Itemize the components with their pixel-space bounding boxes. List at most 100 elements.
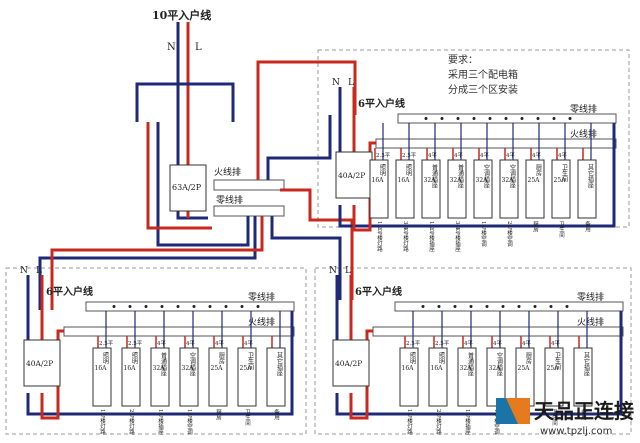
box2-neutral-bus-terminal xyxy=(144,305,148,308)
box3-branch-amp: 25A xyxy=(547,365,560,372)
box1-neutral-bus-terminal xyxy=(552,117,556,120)
box1-branch-wire-size: 2.5平 xyxy=(402,152,417,159)
box3-neutral-bus-label: 零线排 xyxy=(577,291,604,303)
box2-branch-wire-size: 4平 xyxy=(215,340,224,347)
box1-main-breaker xyxy=(335,151,373,199)
box1-branch-wire-size: 4平 xyxy=(480,152,489,159)
box2-branch-use: 2号楼灯路 xyxy=(128,409,135,436)
box3-branch-kind: 照明 xyxy=(438,352,445,365)
box2-branch-kind: 照明 xyxy=(102,352,109,365)
box3-neutral-bus-terminal xyxy=(501,305,505,308)
box1-incoming-label: 6平入户线 xyxy=(358,97,405,110)
box1-branch-breaker xyxy=(421,159,441,219)
box3-branch-kind: 卫生间 xyxy=(554,352,561,371)
box1-branch-use: 厨房 xyxy=(532,221,539,234)
box1-neutral-bus-terminal xyxy=(488,117,492,120)
box2-l-label: L xyxy=(36,266,42,276)
box2-neutral-bus-terminal xyxy=(192,305,196,308)
box3-branch-breaker xyxy=(544,347,564,407)
box2-neutral-bus-terminal xyxy=(208,305,212,308)
box1-branch-wire-size: 4平 xyxy=(428,152,437,159)
box2-branch-amp: 32A xyxy=(182,365,195,372)
top-bottom-neutral-loop xyxy=(156,122,250,247)
box1-branch-kind: 空调插座 xyxy=(483,163,490,189)
box1-neutral-bus-label: 零线排 xyxy=(570,103,597,115)
box1-neutral-bus-terminal xyxy=(568,117,572,120)
watermark-logo-accent xyxy=(506,398,530,424)
box3-main-breaker xyxy=(332,339,370,387)
box1-branch-use: 3.4号楼灯路 xyxy=(402,221,409,253)
box1-branch-use: 2号楼空调 xyxy=(506,221,513,248)
box2-branch-wire-size: 4平 xyxy=(157,340,166,347)
box1-branch-amp: 25A xyxy=(528,177,541,184)
box3-branch-use: 2号楼灯路 xyxy=(435,409,442,436)
box1-branch-kind: 照明 xyxy=(379,164,386,177)
box3-branch-use: 备用 xyxy=(580,408,587,422)
box2-neutral-bus-terminal xyxy=(240,305,244,308)
box1-branch-breaker xyxy=(395,159,415,219)
box1-branch-amp: 16A xyxy=(398,177,411,184)
box2-neutral-bus-terminal xyxy=(128,305,132,308)
box1-branch-breaker xyxy=(551,159,571,219)
box3-branch-kind: 照明 xyxy=(409,352,416,365)
box3-branch-breaker xyxy=(428,347,448,407)
box2-branch-use: 卫生间 xyxy=(244,409,251,427)
box2-branch-amp: 16A xyxy=(124,365,137,372)
box1-neutral-bus-terminal xyxy=(520,117,524,120)
box2-branch-amp: 16A xyxy=(95,365,108,372)
box1-live-bus-label: 火线排 xyxy=(570,128,597,140)
box3-neutral-bus-terminal xyxy=(533,305,537,308)
box3-branch-wire-size: 4平 xyxy=(464,340,473,347)
box3-neutral-bus-terminal xyxy=(469,305,473,308)
box2-live-bus xyxy=(63,326,295,337)
requirements-line-2: 采用三个配电箱 xyxy=(448,68,518,81)
top-feed-title: 10平入户线 xyxy=(152,8,211,22)
watermark: 天品正连接 www.tpzlj.com xyxy=(496,398,634,437)
box1-neutral-bus-terminal xyxy=(440,117,444,120)
box1-branch-wire-size: 2.5平 xyxy=(376,152,391,159)
box3-branch-amp: 16A xyxy=(431,365,444,372)
box2-branch-breaker xyxy=(179,347,199,407)
top-bottom-live-loop xyxy=(146,122,212,230)
box1-branch-use: 1.2号楼灯路 xyxy=(376,221,383,253)
box2-branch-breaker xyxy=(208,347,228,407)
box3-n-label: N xyxy=(329,266,337,276)
panel-outline-bottom-right xyxy=(314,267,632,435)
box3-main-breaker-label: 40A/2P xyxy=(335,359,362,368)
box1-branch-amp: 32A xyxy=(424,177,437,184)
top-neutral-bus-label: 零线排 xyxy=(216,194,243,206)
box2-branch-use: 厨房 xyxy=(215,409,222,422)
box1-branch-wire-size: 4平 xyxy=(532,152,541,159)
box2-neutral-bus-terminal xyxy=(112,305,116,308)
box3-branch-use: 1号楼灯路 xyxy=(406,409,413,436)
box1-branch-kind: 其它插座 xyxy=(587,163,594,189)
box3-live-bus xyxy=(372,326,624,337)
box1-branch-kind: 空调插座 xyxy=(509,163,516,189)
box1-branch-kind: 厨房 xyxy=(535,164,542,177)
box1-n-label: N xyxy=(332,78,340,88)
top-l-label: L xyxy=(195,42,202,53)
box1-l-label: L xyxy=(348,78,354,88)
box1-branch-amp: 32A xyxy=(450,177,463,184)
box1-branch-breaker xyxy=(577,159,597,219)
box3-branch-wire-size: 4平 xyxy=(493,340,502,347)
top-neutral-bus xyxy=(213,205,285,217)
box3-branch-breaker xyxy=(399,347,419,407)
box3-branch-kind: 空调插座 xyxy=(496,351,503,377)
box3-neutral-bus-terminal xyxy=(517,305,521,308)
box1-branch-kind: 卫生间 xyxy=(561,164,568,183)
box3-l-label: L xyxy=(345,266,351,276)
box2-branch-breaker xyxy=(92,347,112,407)
box1-branch-use: 3.4号楼插座 xyxy=(454,221,461,253)
top-n-label: N xyxy=(167,42,176,53)
box1-branch-amp: 16A xyxy=(372,177,385,184)
box2-branch-breaker xyxy=(237,347,257,407)
box2-neutral-bus-label: 零线排 xyxy=(248,291,275,303)
box1-main-breaker-label: 40A/2P xyxy=(338,171,365,180)
box1-branch-amp: 32A xyxy=(502,177,515,184)
box1-branch-kind: 照明 xyxy=(405,164,412,177)
